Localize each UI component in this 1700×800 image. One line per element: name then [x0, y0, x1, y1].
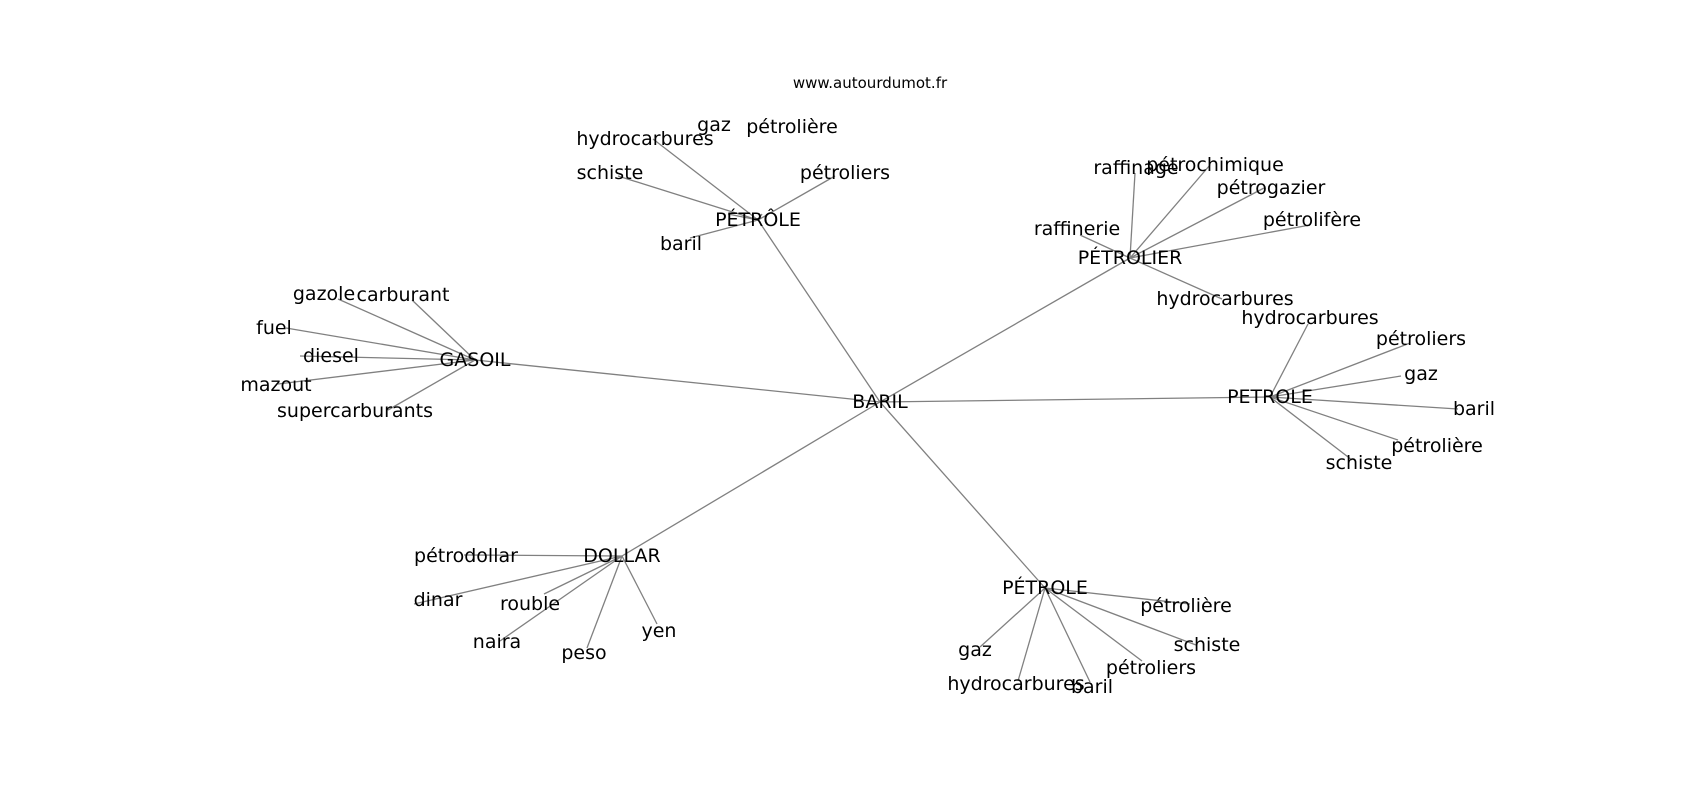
- leaf-node-label: pétroliers: [1376, 328, 1466, 350]
- leaf-node-label: yen: [642, 620, 677, 642]
- edge-group-to-leaf: [586, 555, 623, 649]
- edge-group-to-leaf: [1017, 587, 1046, 682]
- group-node-label: PÉTRÔLE: [715, 207, 801, 231]
- leaf-node-label: pétrolière: [746, 116, 838, 138]
- edge-group-to-leaf: [979, 587, 1046, 648]
- edge-group-to-leaf: [1129, 257, 1223, 300]
- leaf-node-label: supercarburants: [277, 400, 433, 422]
- leaf-node-label: hydrocarbures: [576, 128, 713, 150]
- leaf-node-label: hydrocarbures: [947, 673, 1084, 695]
- edge-group-to-leaf: [1044, 587, 1191, 605]
- leaf-node-label: schiste: [1326, 452, 1393, 474]
- group-node-label: DOLLAR: [583, 545, 660, 567]
- edge-group-to-leaf: [411, 299, 476, 361]
- leaf-node-label: naira: [473, 631, 521, 653]
- leaf-node-label: pétroliers: [800, 162, 890, 184]
- edge-group-to-leaf: [1129, 187, 1265, 259]
- leaf-node-label: pétrolière: [1140, 595, 1232, 617]
- leaf-node-label: raffinage: [1093, 157, 1178, 179]
- edge-group-to-leaf: [1269, 323, 1309, 398]
- edge-group-to-leaf: [413, 555, 623, 605]
- leaf-node-label: pétrogazier: [1217, 177, 1326, 199]
- edge-group-to-leaf: [1269, 342, 1411, 398]
- edge-group-to-leaf: [1269, 375, 1402, 398]
- edge-group-to-leaf: [617, 175, 759, 221]
- edge-center-to-group: [879, 396, 1271, 403]
- leaf-node-label: hydrocarbures: [1241, 307, 1378, 329]
- edge-center-to-group: [879, 257, 1131, 403]
- edge-center-to-group: [621, 401, 881, 557]
- leaf-node-label: gazole: [293, 283, 355, 305]
- leaf-node-label: pétrolifère: [1263, 209, 1361, 231]
- leaf-node-label: dinar: [414, 589, 463, 611]
- edge-group-to-leaf: [299, 355, 476, 361]
- center-node-label: BARIL: [852, 391, 908, 413]
- edge-group-to-leaf: [1269, 396, 1399, 441]
- leaf-node-label: diesel: [303, 345, 359, 367]
- leaf-node-label: pétroliers: [1106, 657, 1196, 679]
- edge-group-to-leaf: [1129, 224, 1311, 259]
- leaf-node-label: baril: [1071, 676, 1113, 698]
- leaf-node-label: pétrolière: [1391, 435, 1483, 457]
- edge-group-to-leaf: [285, 327, 476, 361]
- leaf-node-label: fuel: [256, 317, 292, 339]
- edge-group-to-leaf: [463, 554, 623, 557]
- graph-nodes: BARIL PÉTRÔLE gaz pétrolière hydrocarbures sc…: [240, 114, 1495, 698]
- edge-group-to-leaf: [543, 555, 623, 595]
- group-node-label: PÉTROLIER: [1078, 246, 1183, 269]
- group-node-label: GASOIL: [440, 349, 511, 371]
- edge-center-to-group: [757, 219, 881, 403]
- edge-group-to-leaf: [387, 359, 476, 411]
- leaf-node-label: pétrochimique: [1146, 154, 1284, 176]
- leaf-node-label: schiste: [1174, 634, 1241, 656]
- edge-group-to-leaf: [621, 555, 658, 625]
- edge-center-to-group: [879, 401, 1046, 589]
- leaf-node-label: raffinerie: [1034, 218, 1120, 240]
- leaf-node-label: carburant: [357, 284, 450, 306]
- edge-group-to-leaf: [757, 175, 836, 221]
- edge-center-to-group: [474, 359, 881, 403]
- edge-group-to-leaf: [337, 298, 476, 361]
- edge-group-to-leaf: [499, 555, 623, 642]
- leaf-node-label: gaz: [697, 114, 731, 136]
- edge-group-to-leaf: [1269, 396, 1353, 461]
- watermark-url: www.autourdumot.fr: [793, 74, 948, 92]
- leaf-node-label: gaz: [958, 639, 992, 661]
- leaf-node-label: rouble: [500, 593, 560, 615]
- leaf-node-label: baril: [660, 233, 702, 255]
- edge-group-to-leaf: [1079, 234, 1131, 259]
- edge-group-to-leaf: [1269, 396, 1459, 410]
- leaf-node-label: baril: [1453, 398, 1495, 420]
- edge-group-to-leaf: [1044, 587, 1197, 646]
- edge-group-to-leaf: [1129, 172, 1136, 259]
- graph-edges: [277, 138, 1459, 683]
- edge-group-to-leaf: [1129, 164, 1211, 259]
- group-node-label: PÉTROLE: [1002, 576, 1088, 599]
- leaf-node-label: peso: [561, 642, 606, 664]
- leaf-node-label: pétrodollar: [414, 545, 518, 567]
- edge-group-to-leaf: [689, 219, 759, 239]
- edge-group-to-leaf: [652, 138, 759, 221]
- leaf-node-label: schiste: [577, 162, 644, 184]
- leaf-node-label: hydrocarbures: [1156, 288, 1293, 310]
- edge-group-to-leaf: [1044, 587, 1143, 662]
- edge-group-to-leaf: [1044, 587, 1091, 683]
- leaf-node-label: mazout: [240, 374, 311, 396]
- group-node-label: PETROLE: [1227, 386, 1313, 408]
- leaf-node-label: gaz: [1404, 363, 1438, 385]
- edge-group-to-leaf: [277, 359, 476, 385]
